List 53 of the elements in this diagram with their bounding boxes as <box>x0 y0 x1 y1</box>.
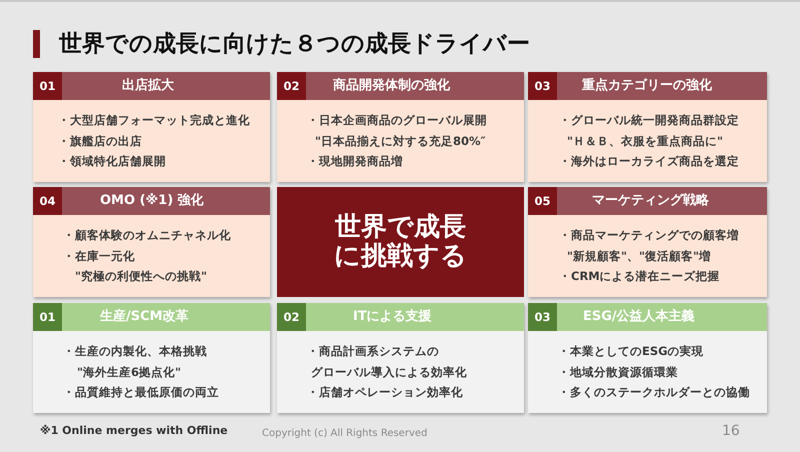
bullet-item: ・商品マーケティングでの顧客増 <box>559 227 739 244</box>
bullet-item: ・在庫一元化 <box>63 248 135 265</box>
card-heading: OMO (※1) 強化 <box>100 192 204 210</box>
bullet-item: ・多くのステークホルダーとの協働 <box>558 384 750 402</box>
number-tag: 03 <box>528 72 557 100</box>
slide-title: 世界での成長に向けた８つの成長ドライバー <box>59 30 530 59</box>
quoted-note: "Ｈ＆Ｂ、衣服を重点商品に" <box>567 132 723 150</box>
bullet-item: ・日本企画商品のグローバル展開 <box>307 112 487 130</box>
footnote: ※1 Online merges with Offline <box>40 423 228 439</box>
quoted-note: "究極の利便性への挑戦" <box>75 268 207 286</box>
bullet-item: ・海外はローカライズ商品を選定 <box>559 153 739 170</box>
number-tag: 02 <box>277 72 306 100</box>
driver-card <box>528 72 767 182</box>
number-tag: 05 <box>528 187 557 215</box>
quoted-note: "日本品揃えに対する充足80%″ <box>315 132 486 150</box>
bullet-item: ・大型店舗フォーマット完成と進化 <box>58 112 250 130</box>
driver-card <box>277 303 524 413</box>
number-tag: 04 <box>33 187 62 215</box>
card-heading: 生産/SCM改革 <box>100 308 189 326</box>
continued-line: グローバル導入による効率化 <box>311 364 467 381</box>
driver-card <box>528 187 767 297</box>
driver-card <box>33 187 270 297</box>
card-heading: ESG/公益人本主義 <box>583 308 695 326</box>
card-heading: 重点カテゴリーの強化 <box>582 76 712 95</box>
copyright-notice: Copyright (c) All Rights Reserved <box>262 427 428 441</box>
card-heading: 商品開発体制の強化 <box>333 76 450 95</box>
bullet-item: ・顧客体験のオムニチャネル化 <box>63 227 231 244</box>
quoted-note: "新規顧客"、"復活顧客"増 <box>567 248 711 265</box>
central-message-panel: 世界で成長に挑戦する <box>277 187 524 297</box>
driver-card <box>33 72 270 182</box>
bullet-item: ・グローバル統一開発商品群設定 <box>559 112 739 130</box>
bullet-item: ・CRMによる潜在ニーズ把握 <box>559 268 720 286</box>
bullet-item: ・地域分散資源循環業 <box>558 364 678 381</box>
number-tag: 01 <box>33 72 62 100</box>
driver-card <box>528 303 767 413</box>
bullet-item: ・商品計画系システムの <box>307 343 439 360</box>
number-tag: 01 <box>33 303 62 331</box>
bullet-item: ・店舗オペレーション効率化 <box>307 384 463 402</box>
card-heading: マーケティング戦略 <box>592 192 709 210</box>
card-heading: 出店拡大 <box>122 76 174 95</box>
number-tag: 02 <box>277 303 306 331</box>
driver-card <box>277 72 524 182</box>
page-number: 16 <box>722 423 740 439</box>
bullet-item: ・生産の内製化、本格挑戦 <box>63 343 207 360</box>
card-heading: ITによる支援 <box>353 308 432 326</box>
bullet-item: ・現地開発商品増 <box>307 153 403 170</box>
bullet-item: ・品質維持と最低原価の両立 <box>63 384 219 402</box>
quoted-note: "海外生産6拠点化" <box>77 364 181 381</box>
bullet-item: ・本業としてのESGの実現 <box>558 343 704 360</box>
number-tag: 03 <box>528 303 557 331</box>
bullet-item: ・領域特化店舗展開 <box>58 153 166 170</box>
bullet-item: ・旗艦店の出店 <box>58 132 142 150</box>
driver-card <box>33 303 270 413</box>
